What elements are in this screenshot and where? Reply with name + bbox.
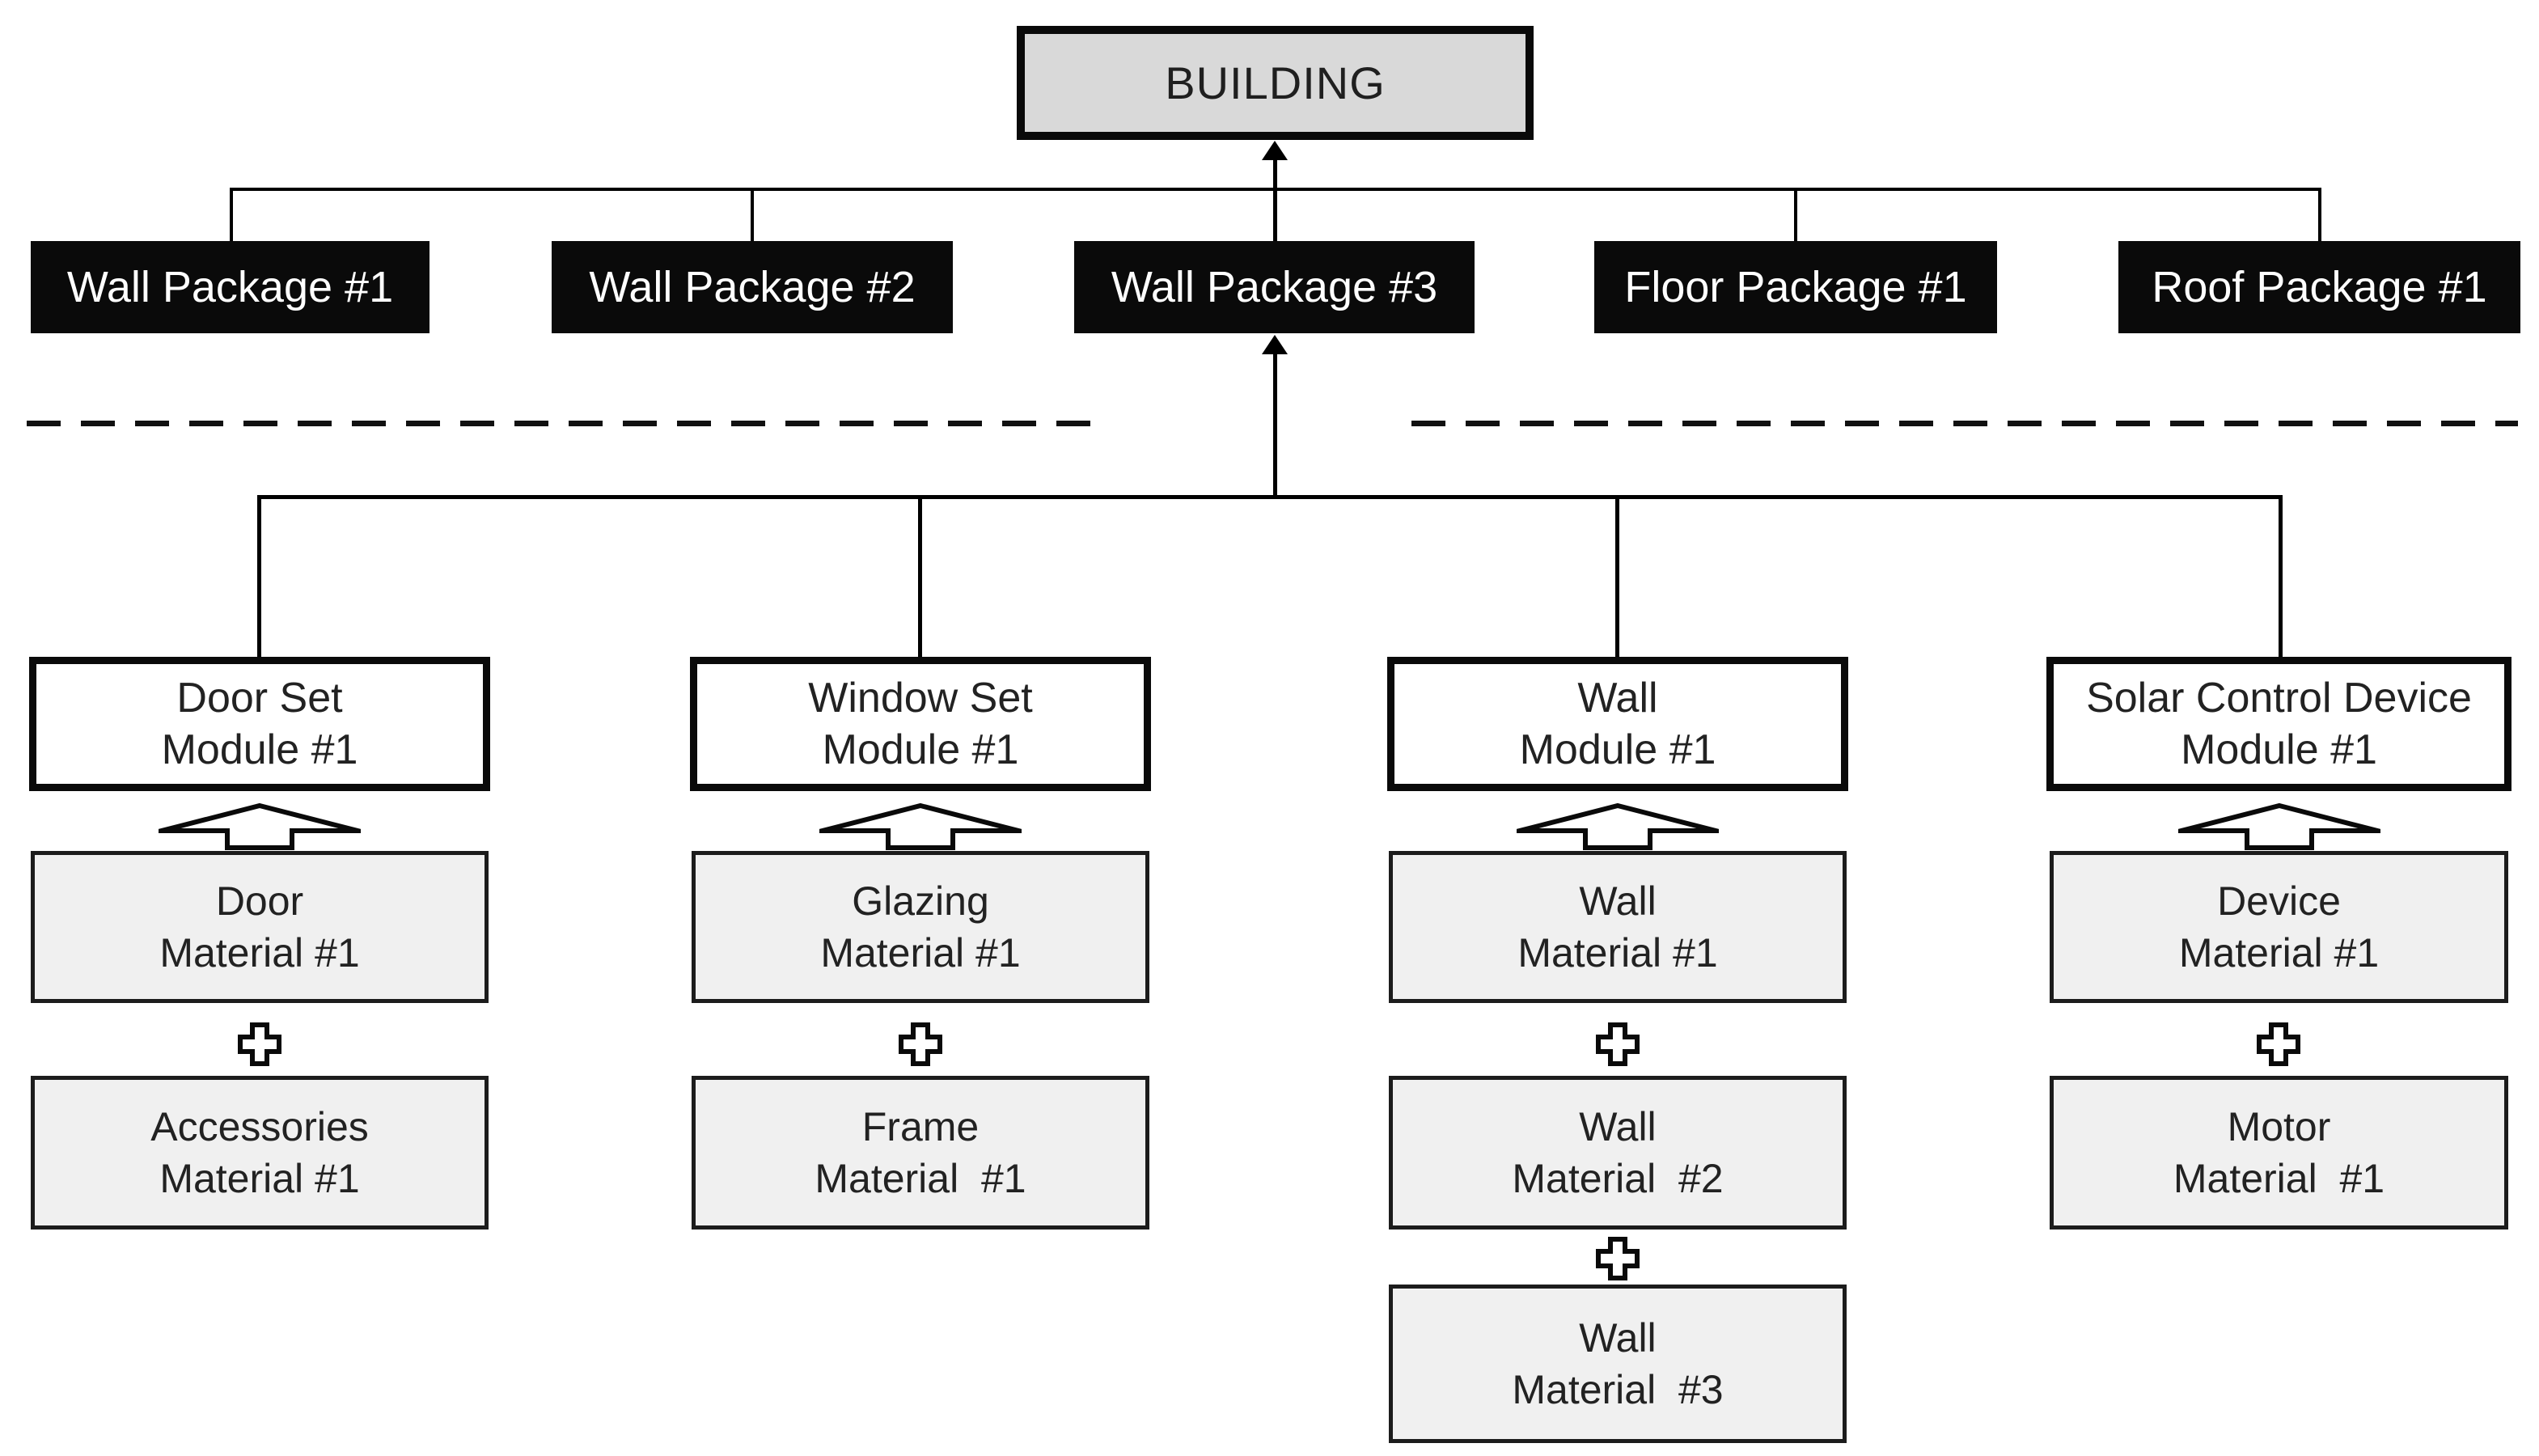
material-label: Frame Material #1 (815, 1104, 1026, 1201)
branch-stub-wall-package-2 (751, 188, 754, 241)
package-node-floor-1: Floor Package #1 (1594, 241, 1997, 333)
module-node-wall: Wall Module #1 (1387, 657, 1848, 791)
plus-icon (1594, 1235, 1641, 1282)
material-node-wall-1: Wall Material #1 (1389, 851, 1847, 1003)
building-node: BUILDING (1017, 26, 1534, 140)
module-label: Wall Module #1 (1519, 675, 1716, 773)
module-label: Solar Control Device Module #1 (2086, 675, 2472, 773)
material-label: Motor Material #1 (2173, 1104, 2385, 1201)
dashed-separator-left (27, 421, 1098, 426)
connector-stem-building (1273, 159, 1277, 241)
branch-stub-wall-module (1615, 495, 1619, 660)
plus-icon (897, 1021, 944, 1068)
package-node-wall-1: Wall Package #1 (31, 241, 430, 333)
package-node-wall-3: Wall Package #3 (1074, 241, 1475, 333)
block-arrow-up-icon (142, 802, 377, 851)
material-label: Device Material #1 (2178, 878, 2380, 976)
material-label: Wall Material #1 (1517, 878, 1718, 976)
package-label: Wall Package #1 (66, 263, 394, 311)
material-label: Accessories Material #1 (150, 1104, 369, 1201)
package-label: Roof Package #1 (2152, 263, 2487, 311)
connector-line-level2 (260, 495, 2281, 499)
module-label: Window Set Module #1 (808, 675, 1033, 773)
module-node-solar-control-device: Solar Control Device Module #1 (2046, 657, 2511, 791)
material-node-wall-2: Wall Material #2 (1389, 1076, 1847, 1230)
package-node-wall-2: Wall Package #2 (552, 241, 953, 333)
connector-line-level1 (231, 188, 2320, 191)
material-node-door-1: Door Material #1 (31, 851, 489, 1003)
module-label: Door Set Module #1 (161, 675, 358, 773)
branch-stub-window-set-module (918, 495, 922, 660)
branch-stub-wall-package-1 (230, 188, 233, 241)
module-node-window-set: Window Set Module #1 (690, 657, 1151, 791)
plus-icon (236, 1021, 283, 1068)
material-node-accessories-1: Accessories Material #1 (31, 1076, 489, 1230)
connector-stem-wall-package-3 (1273, 353, 1277, 499)
material-node-glazing-1: Glazing Material #1 (692, 851, 1149, 1003)
branch-stub-door-set-module (257, 495, 261, 660)
material-node-wall-3: Wall Material #3 (1389, 1285, 1847, 1443)
branch-stub-floor-package-1 (1794, 188, 1797, 241)
branch-stub-solar-module (2279, 495, 2283, 660)
block-arrow-up-icon (803, 802, 1038, 851)
block-arrow-up-icon (1500, 802, 1735, 851)
plus-icon (1594, 1021, 1641, 1068)
plus-icon (2255, 1021, 2302, 1068)
module-node-door-set: Door Set Module #1 (29, 657, 490, 791)
building-label: BUILDING (1165, 57, 1386, 108)
material-node-device-1: Device Material #1 (2050, 851, 2508, 1003)
arrow-up-icon (1262, 335, 1288, 354)
branch-stub-roof-package-1 (2318, 188, 2321, 241)
material-label: Door Material #1 (159, 878, 360, 976)
arrow-up-icon (1262, 141, 1288, 160)
block-arrow-up-icon (2162, 802, 2397, 851)
package-label: Floor Package #1 (1624, 263, 1967, 311)
material-label: Wall Material #2 (1512, 1104, 1724, 1201)
material-label: Glazing Material #1 (820, 878, 1021, 976)
material-node-motor-1: Motor Material #1 (2050, 1076, 2508, 1230)
package-label: Wall Package #3 (1111, 263, 1438, 311)
package-label: Wall Package #2 (589, 263, 916, 311)
dashed-separator-right (1411, 421, 2518, 426)
material-node-frame-1: Frame Material #1 (692, 1076, 1149, 1230)
material-label: Wall Material #3 (1512, 1315, 1724, 1412)
package-node-roof-1: Roof Package #1 (2118, 241, 2520, 333)
